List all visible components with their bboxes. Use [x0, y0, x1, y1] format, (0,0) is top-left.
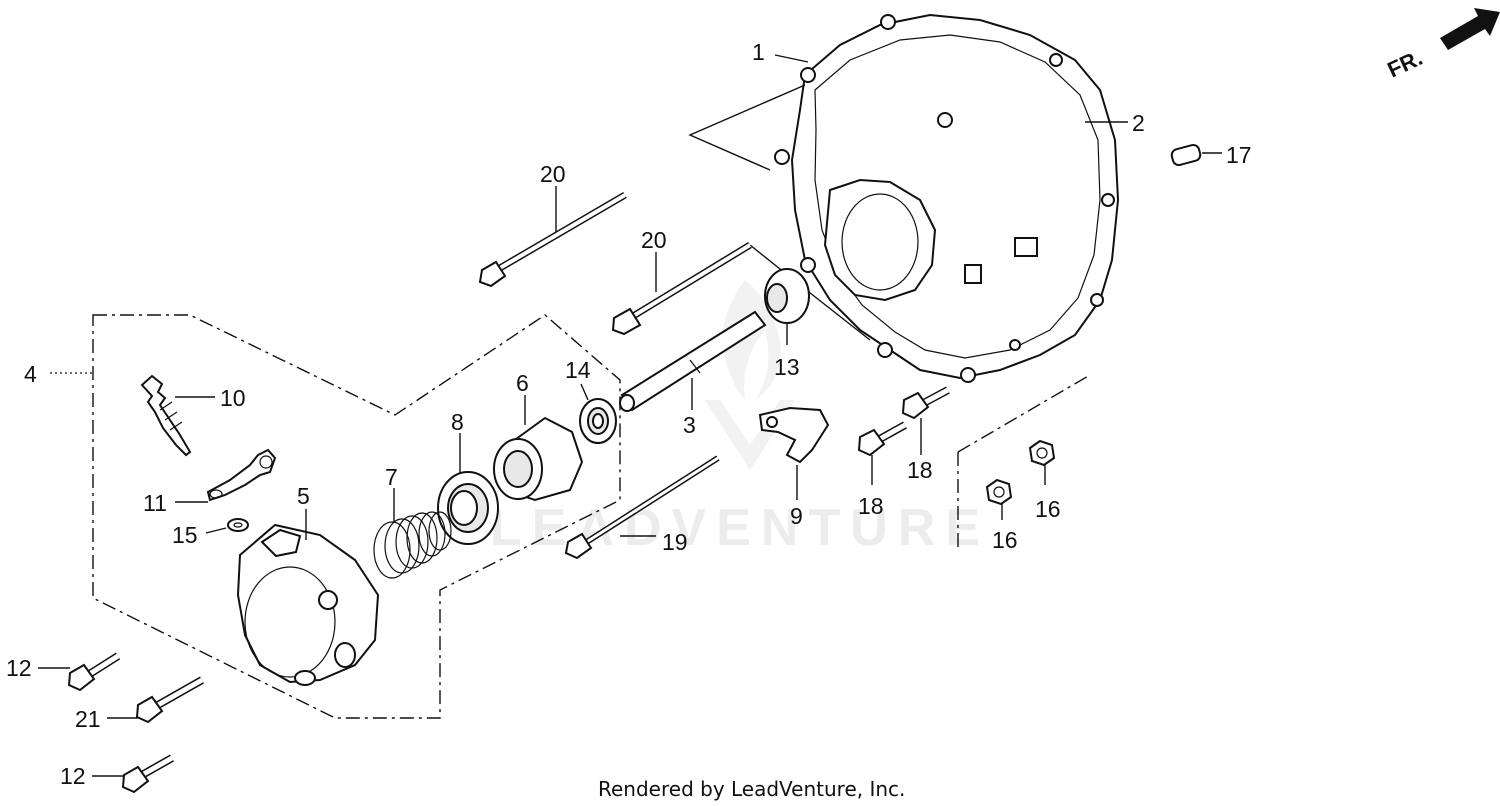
- long-bolt-upper: [478, 191, 627, 288]
- callout-10: 10: [220, 385, 246, 411]
- dowel-pin: [1170, 143, 1202, 167]
- housing-cover: [774, 13, 1120, 383]
- coil-spring: [373, 511, 452, 579]
- flange-bolt-12b: [121, 754, 174, 794]
- ball-bearing: [579, 398, 617, 444]
- oil-seal: [437, 471, 499, 545]
- bleeder-cap: [206, 448, 277, 502]
- callout-18a: 18: [858, 493, 884, 519]
- callout-20a: 20: [540, 161, 566, 187]
- leader-15: [205, 527, 227, 534]
- callout-12a: 12: [6, 655, 32, 681]
- long-stud: [564, 455, 720, 560]
- footer-credit: Rendered by LeadVenture, Inc.: [598, 777, 905, 801]
- thrust-washer: [764, 268, 810, 324]
- collar-sleeve: [493, 416, 584, 502]
- flange-bolt-lower: [857, 421, 907, 457]
- callout-16b: 16: [992, 527, 1018, 553]
- leader-1: [774, 54, 809, 63]
- callout-14: 14: [565, 357, 591, 383]
- callout-11: 11: [143, 490, 167, 516]
- housing-cap: [236, 523, 380, 686]
- callout-1: 1: [752, 39, 765, 65]
- callout-4: 4: [24, 361, 37, 387]
- callout-19: 19: [662, 529, 688, 555]
- front-direction-arrow-icon: [1440, 8, 1500, 50]
- callout-6: 6: [516, 370, 529, 396]
- callout-15: 15: [172, 522, 198, 548]
- callout-18b: 18: [907, 457, 933, 483]
- assembly-bracket-line: [957, 374, 1091, 453]
- callout-5: 5: [297, 483, 310, 509]
- callout-3: 3: [683, 412, 696, 438]
- long-bolt-middle: [611, 242, 752, 336]
- callout-21: 21: [75, 706, 101, 732]
- bleeder-valve: [140, 374, 192, 457]
- callout-13: 13: [774, 354, 800, 380]
- assembly-4-outline: [92, 314, 621, 719]
- callout-8: 8: [451, 409, 464, 435]
- callout-9: 9: [790, 503, 803, 529]
- callout-2: 2: [1132, 110, 1145, 136]
- shaft: [619, 310, 767, 412]
- callout-20b: 20: [641, 227, 667, 253]
- flange-bolt-12a: [67, 652, 121, 692]
- flange-nut-upper: [1028, 439, 1056, 467]
- flange-nut-lower: [985, 478, 1013, 506]
- front-direction-label: FR.: [1384, 45, 1427, 83]
- clip-plate: [758, 406, 830, 464]
- flange-bolt-21: [135, 676, 204, 724]
- bolt-path-line: [688, 84, 806, 171]
- callout-16a: 16: [1035, 496, 1061, 522]
- leader-14: [580, 383, 589, 401]
- callout-17: 17: [1226, 142, 1252, 168]
- sealing-washer: [227, 518, 249, 532]
- callout-12b: 12: [60, 763, 86, 789]
- callout-7: 7: [385, 464, 398, 490]
- flange-bolt-upper: [901, 386, 950, 420]
